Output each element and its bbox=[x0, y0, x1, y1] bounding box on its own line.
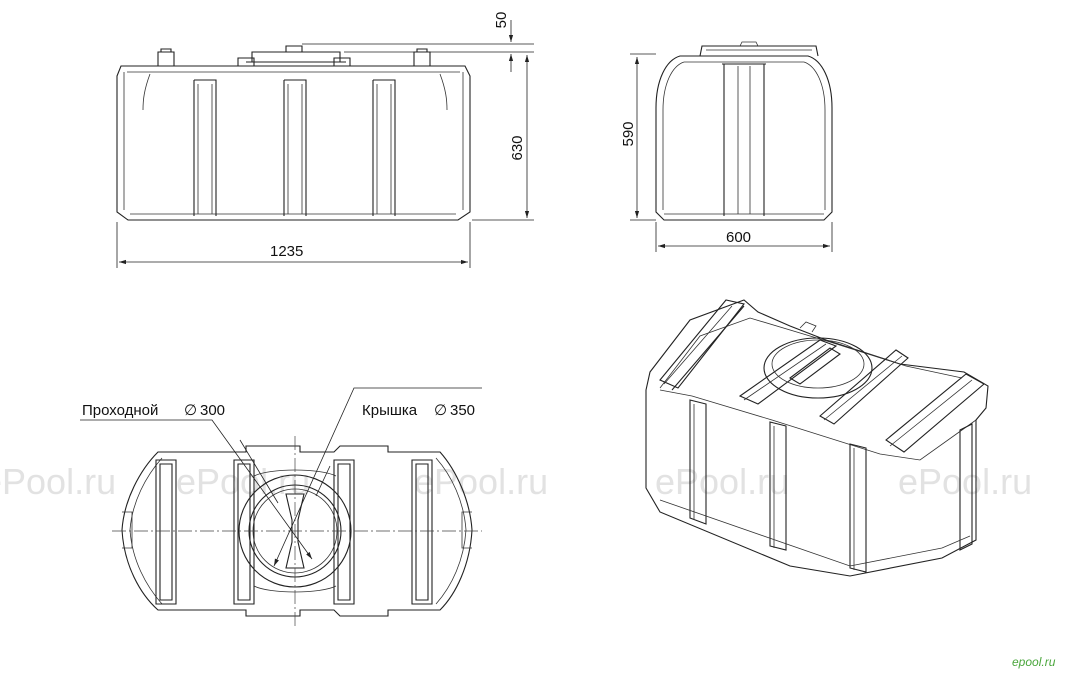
watermark-5: ePool.ru bbox=[898, 461, 1032, 502]
manhole-diameter: 300 bbox=[200, 402, 225, 419]
front-view: 1235 630 50 bbox=[116, 12, 534, 268]
side-width-dimension: 600 bbox=[726, 229, 751, 246]
side-view: 590 600 bbox=[620, 41, 833, 252]
side-height-dimension: 590 bbox=[620, 121, 637, 146]
lid-height-dimension: 50 bbox=[493, 12, 510, 29]
watermark-1: ePool.ru bbox=[0, 461, 116, 502]
isometric-view bbox=[645, 299, 989, 577]
manhole-diameter-symbol: ∅ bbox=[184, 402, 197, 419]
manhole-label: Проходной bbox=[82, 402, 158, 419]
front-height-dimension: 630 bbox=[509, 135, 526, 160]
lid-diameter: 350 bbox=[450, 402, 475, 419]
top-view: Проходной ∅ 300 Крышка ∅ 350 bbox=[80, 387, 482, 626]
front-length-dimension: 1235 bbox=[270, 243, 303, 260]
site-mark: epool.ru bbox=[1012, 655, 1056, 669]
watermark-4: ePool.ru bbox=[655, 461, 789, 502]
lid-diameter-symbol: ∅ bbox=[434, 402, 447, 419]
watermark-2: ePool.ru bbox=[176, 461, 310, 502]
watermarks: ePool.ru ePool.ru ePool.ru ePool.ru ePoo… bbox=[0, 461, 1032, 502]
lid-label: Крышка bbox=[362, 402, 418, 419]
watermark-3: ePool.ru bbox=[414, 461, 548, 502]
